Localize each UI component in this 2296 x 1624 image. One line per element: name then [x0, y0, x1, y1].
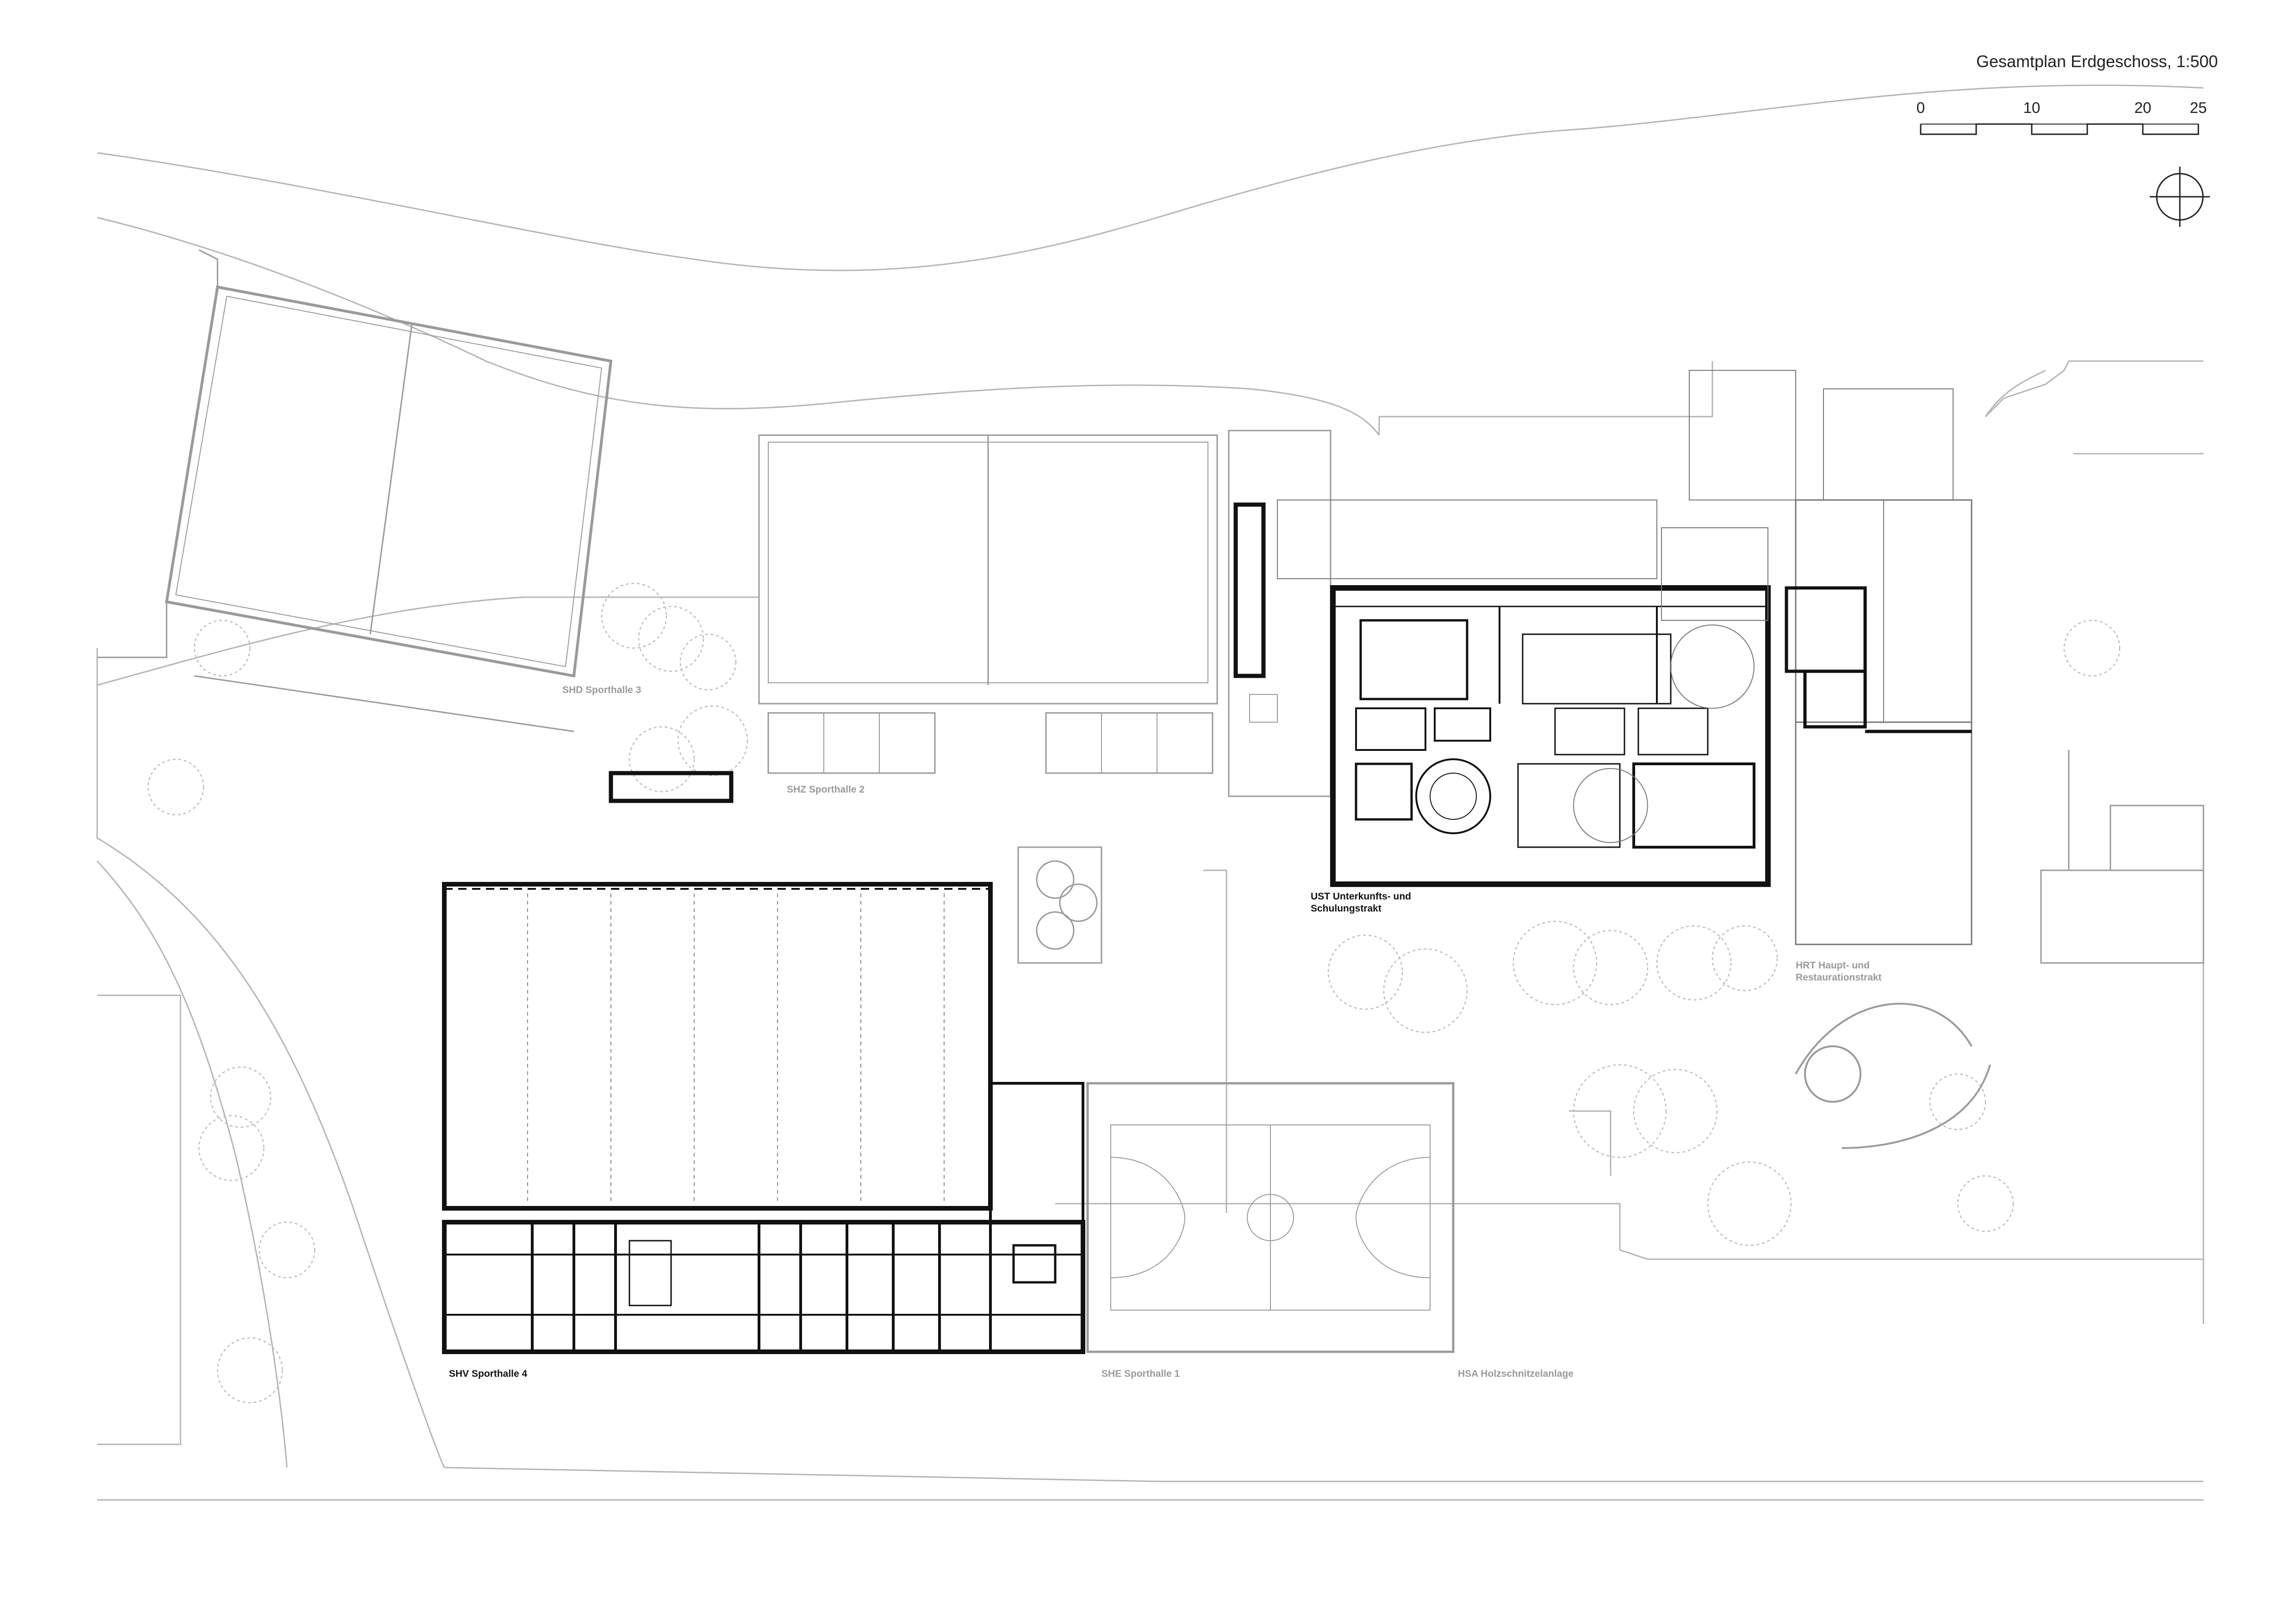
shv-sporthalle-4 — [442, 882, 1085, 1354]
shd-sporthalle-3 — [97, 249, 613, 732]
hrt-forecourt — [1795, 1003, 1991, 1149]
label-hrt-line1: HRT Haupt- und — [1796, 960, 1870, 971]
label-she: SHE Sporthalle 1 — [1101, 1368, 1180, 1379]
label-shv: SHV Sporthalle 4 — [449, 1368, 528, 1379]
she-sporthalle-1 — [1086, 1082, 1455, 1353]
drawing-title: Gesamtplan Erdgeschoss, 1:500 — [1976, 52, 2218, 71]
ust-building — [1330, 585, 1771, 887]
hrt-core — [1785, 586, 1972, 733]
stair-block-shz — [609, 502, 1266, 803]
east-structures — [2040, 750, 2204, 964]
scale-tick-10: 10 — [2023, 99, 2041, 116]
scale-tick-25: 25 — [2190, 99, 2207, 116]
scale-tick-20: 20 — [2134, 99, 2152, 116]
north-arrow-icon — [2150, 167, 2210, 227]
scale-bar — [1920, 123, 2199, 135]
label-shz: SHZ Sporthalle 2 — [787, 784, 865, 795]
label-shd: SHD Sporthalle 3 — [562, 685, 641, 695]
pool-feature — [1017, 846, 1102, 964]
label-hrt-line2: Restaurationstrakt — [1796, 972, 1882, 983]
trees — [147, 582, 2121, 1404]
site-boundary-lines — [96, 84, 2204, 1501]
shz-sporthalle-2 — [758, 430, 1332, 797]
ust-exterior-seating — [1277, 500, 1768, 843]
label-ust-line1: UST Unterkunfts- und — [1311, 891, 1411, 902]
label-hsa: HSA Holzschnitzelanlage — [1458, 1368, 1574, 1379]
scale-tick-0: 0 — [1916, 99, 1925, 116]
hrt-building — [1689, 370, 1972, 945]
label-ust-line2: Schulungstrakt — [1311, 903, 1381, 914]
